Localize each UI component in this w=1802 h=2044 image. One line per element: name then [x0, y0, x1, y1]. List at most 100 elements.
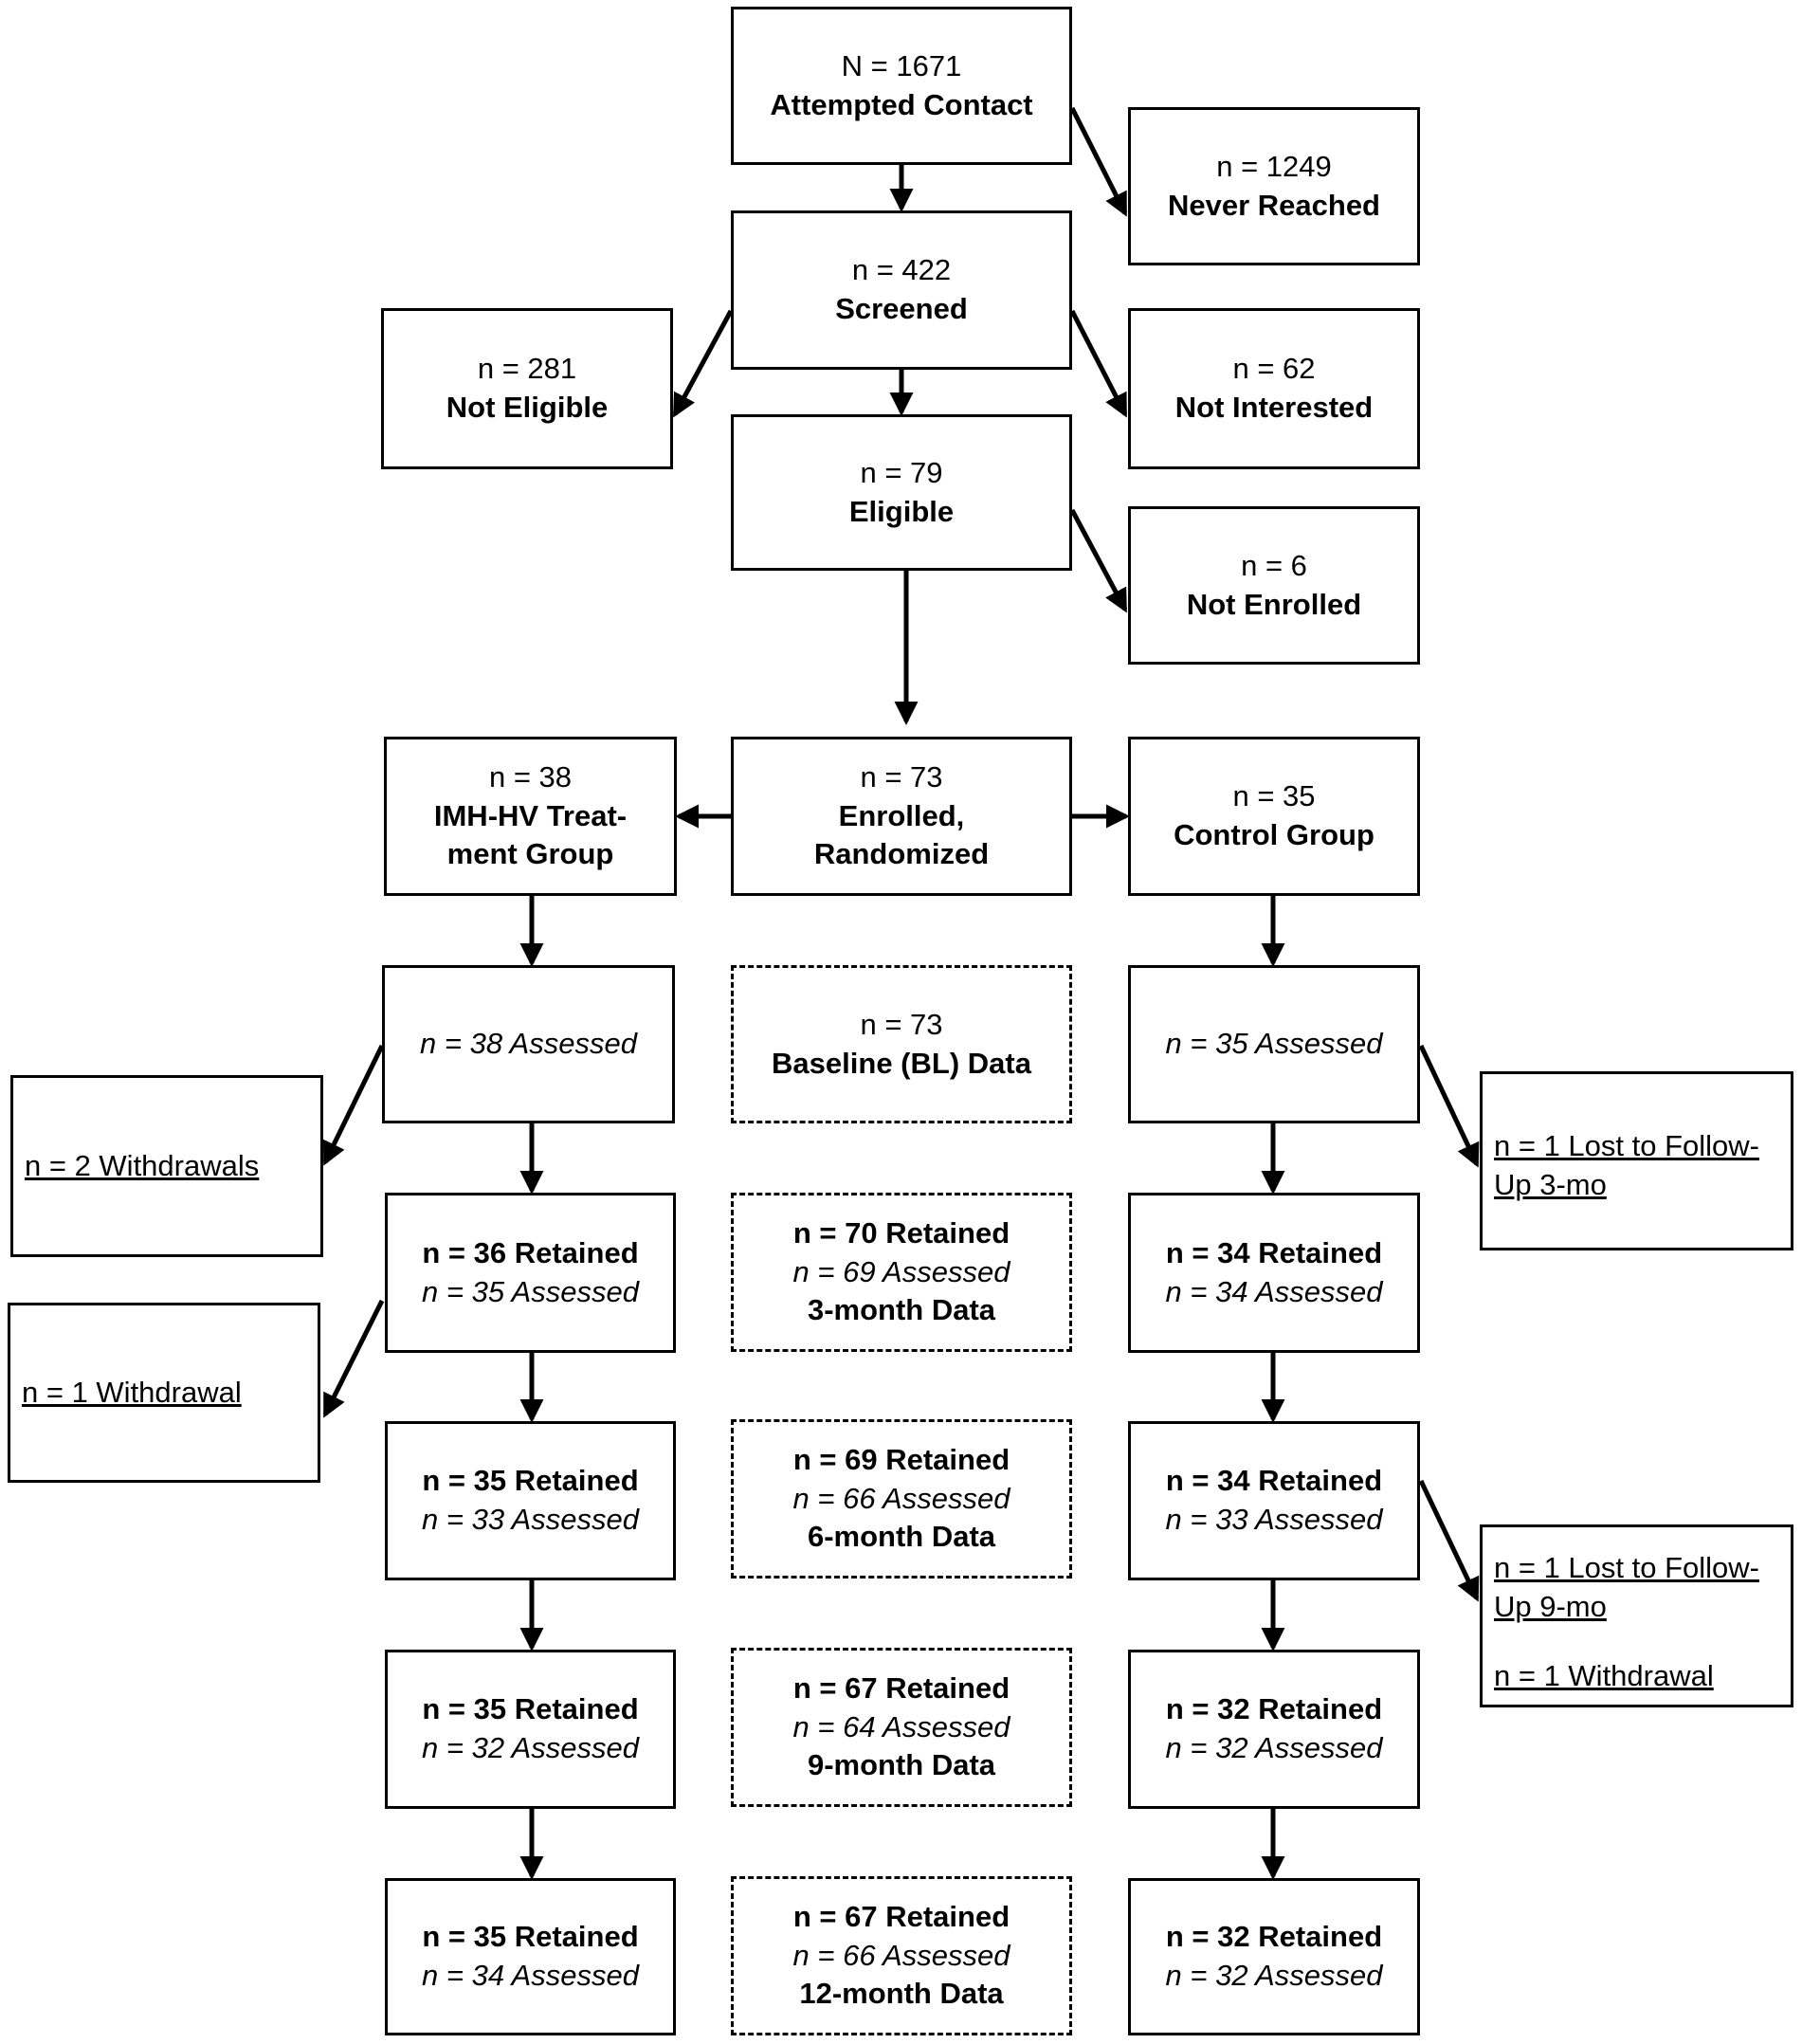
control-9mo-retained: n = 32 Retained — [1165, 1692, 1383, 1726]
month3-data-box: n = 70 Retained n = 69 Assessed 3-month … — [731, 1193, 1072, 1352]
treatment-12mo-retained: n = 35 Retained — [422, 1920, 639, 1954]
treatment-9mo-retained: n = 35 Retained — [422, 1692, 639, 1726]
month12-label: 12-month Data — [799, 1977, 1004, 2011]
treatment-group-box: n = 38 IMH-HV Treat- ment Group — [384, 737, 677, 896]
control-baseline-box: n = 35 Assessed — [1128, 965, 1420, 1123]
arrow-t3-to-withdrawal — [322, 1299, 385, 1418]
attempted-contact-label: Attempted Contact — [770, 87, 1033, 121]
control-6mo-retained: n = 34 Retained — [1165, 1464, 1383, 1498]
arrow-eligible-to-not-enrolled — [1069, 508, 1128, 613]
arrow-screened-to-not-interested — [1069, 309, 1128, 418]
screened-box: n = 422 Screened — [731, 210, 1072, 370]
enrolled-label-line2: Randomized — [813, 837, 990, 871]
not-interested-count: n = 62 — [1232, 352, 1316, 386]
never-reached-count: n = 1249 — [1216, 149, 1332, 183]
treatment-withdrawal-box: n = 1 Withdrawal — [8, 1303, 320, 1483]
control-12mo-assessed: n = 32 Assessed — [1165, 1959, 1383, 1992]
control-9mo-box: n = 32 Retained n = 32 Assessed — [1128, 1650, 1420, 1809]
month12-assessed: n = 66 Assessed — [792, 1938, 1010, 1972]
never-reached-label: Never Reached — [1167, 188, 1380, 222]
control-3mo-assessed: n = 34 Assessed — [1165, 1274, 1383, 1308]
treatment-group-count: n = 38 — [488, 759, 573, 794]
control-group-label: Control Group — [1174, 818, 1374, 851]
arrow-c6-to-lost — [1418, 1479, 1480, 1602]
eligible-box: n = 79 Eligible — [731, 414, 1072, 571]
treatment-9mo-assessed: n = 32 Assessed — [422, 1731, 639, 1764]
treatment-group-label-line1: IMH-HV Treat- — [433, 798, 628, 832]
screened-label: Screened — [835, 292, 968, 325]
month6-data-box: n = 69 Retained n = 66 Assessed 6-month … — [731, 1419, 1072, 1579]
control-lost-9mo-line2: Up 9-mo — [1494, 1589, 1607, 1623]
baseline-data-label: Baseline (BL) Data — [772, 1046, 1031, 1080]
arrow-t-bl-to-withdrawals — [322, 1044, 385, 1166]
not-interested-label: Not Interested — [1174, 391, 1374, 424]
enrolled-label-line1: Enrolled, — [838, 798, 965, 832]
treatment-12mo-assessed: n = 34 Assessed — [422, 1959, 639, 1992]
screened-count: n = 422 — [851, 253, 952, 287]
not-eligible-box: n = 281 Not Eligible — [381, 308, 673, 469]
treatment-9mo-box: n = 35 Retained n = 32 Assessed — [385, 1650, 676, 1809]
month6-retained: n = 69 Retained — [792, 1442, 1010, 1476]
not-enrolled-box: n = 6 Not Enrolled — [1128, 506, 1420, 665]
control-baseline-assessed: n = 35 Assessed — [1165, 1027, 1383, 1061]
month3-assessed: n = 69 Assessed — [792, 1254, 1010, 1288]
baseline-data-box: n = 73 Baseline (BL) Data — [731, 965, 1072, 1123]
month6-assessed: n = 66 Assessed — [792, 1481, 1010, 1515]
control-lost-3mo-line1: n = 1 Lost to Follow- — [1494, 1129, 1759, 1162]
month12-retained: n = 67 Retained — [792, 1899, 1010, 1933]
treatment-group-label-line2: ment Group — [446, 837, 614, 871]
arrow-c-bl-to-lost — [1418, 1044, 1480, 1168]
control-12mo-retained: n = 32 Retained — [1165, 1920, 1383, 1954]
control-group-count: n = 35 — [1232, 779, 1316, 813]
treatment-baseline-assessed: n = 38 Assessed — [420, 1027, 637, 1061]
month9-data-box: n = 67 Retained n = 64 Assessed 9-month … — [731, 1648, 1072, 1807]
control-lost-9mo-box: n = 1 Lost to Follow- Up 9-mo n = 1 With… — [1480, 1524, 1793, 1707]
month3-label: 3-month Data — [807, 1293, 996, 1327]
control-lost-3mo-line2: Up 3-mo — [1494, 1167, 1607, 1201]
control-3mo-retained: n = 34 Retained — [1165, 1235, 1383, 1269]
month9-assessed: n = 64 Assessed — [792, 1709, 1010, 1743]
month6-label: 6-month Data — [807, 1520, 996, 1554]
month12-data-box: n = 67 Retained n = 66 Assessed 12-month… — [731, 1876, 1072, 2035]
arrow-attempted-to-never-reached — [1069, 106, 1128, 217]
eligible-count: n = 79 — [860, 455, 943, 489]
not-interested-box: n = 62 Not Interested — [1128, 308, 1420, 469]
not-enrolled-count: n = 6 — [1241, 548, 1307, 582]
not-eligible-count: n = 281 — [477, 352, 577, 386]
treatment-6mo-box: n = 35 Retained n = 33 Assessed — [385, 1421, 676, 1580]
treatment-3mo-retained: n = 36 Retained — [422, 1235, 639, 1269]
treatment-12mo-box: n = 35 Retained n = 34 Assessed — [385, 1878, 676, 2035]
baseline-data-count: n = 73 — [860, 1007, 943, 1041]
eligible-label: Eligible — [848, 494, 955, 528]
enrolled-randomized-box: n = 73 Enrolled, Randomized — [731, 737, 1072, 896]
treatment-6mo-assessed: n = 33 Assessed — [422, 1503, 639, 1536]
month3-retained: n = 70 Retained — [792, 1215, 1010, 1250]
treatment-baseline-box: n = 38 Assessed — [382, 965, 675, 1123]
treatment-6mo-retained: n = 35 Retained — [422, 1464, 639, 1498]
treatment-withdrawal-label: n = 1 Withdrawal — [22, 1375, 242, 1409]
attempted-contact-count: N = 1671 — [841, 48, 962, 82]
month9-label: 9-month Data — [807, 1748, 996, 1782]
control-6mo-assessed: n = 33 Assessed — [1165, 1503, 1383, 1536]
control-lost-9mo-line1: n = 1 Lost to Follow- — [1494, 1551, 1759, 1584]
treatment-withdrawals-box: n = 2 Withdrawals — [10, 1075, 323, 1257]
control-lost-3mo-box: n = 1 Lost to Follow- Up 3-mo — [1480, 1071, 1793, 1250]
treatment-3mo-assessed: n = 35 Assessed — [422, 1274, 639, 1308]
treatment-withdrawals-label: n = 2 Withdrawals — [25, 1148, 260, 1182]
arrow-screened-to-not-eligible — [672, 309, 734, 418]
attempted-contact-box: N = 1671 Attempted Contact — [731, 7, 1072, 165]
control-9mo-assessed: n = 32 Assessed — [1165, 1731, 1383, 1764]
enrolled-count: n = 73 — [860, 759, 943, 794]
treatment-3mo-box: n = 36 Retained n = 35 Assessed — [385, 1193, 676, 1353]
control-12mo-box: n = 32 Retained n = 32 Assessed — [1128, 1878, 1420, 2035]
month9-retained: n = 67 Retained — [792, 1670, 1010, 1705]
control-withdrawal-9mo: n = 1 Withdrawal — [1494, 1658, 1714, 1692]
control-3mo-box: n = 34 Retained n = 34 Assessed — [1128, 1193, 1420, 1353]
control-group-box: n = 35 Control Group — [1128, 737, 1420, 896]
never-reached-box: n = 1249 Never Reached — [1128, 107, 1420, 265]
control-6mo-box: n = 34 Retained n = 33 Assessed — [1128, 1421, 1420, 1580]
not-eligible-label: Not Eligible — [446, 391, 609, 424]
not-enrolled-label: Not Enrolled — [1186, 587, 1362, 621]
